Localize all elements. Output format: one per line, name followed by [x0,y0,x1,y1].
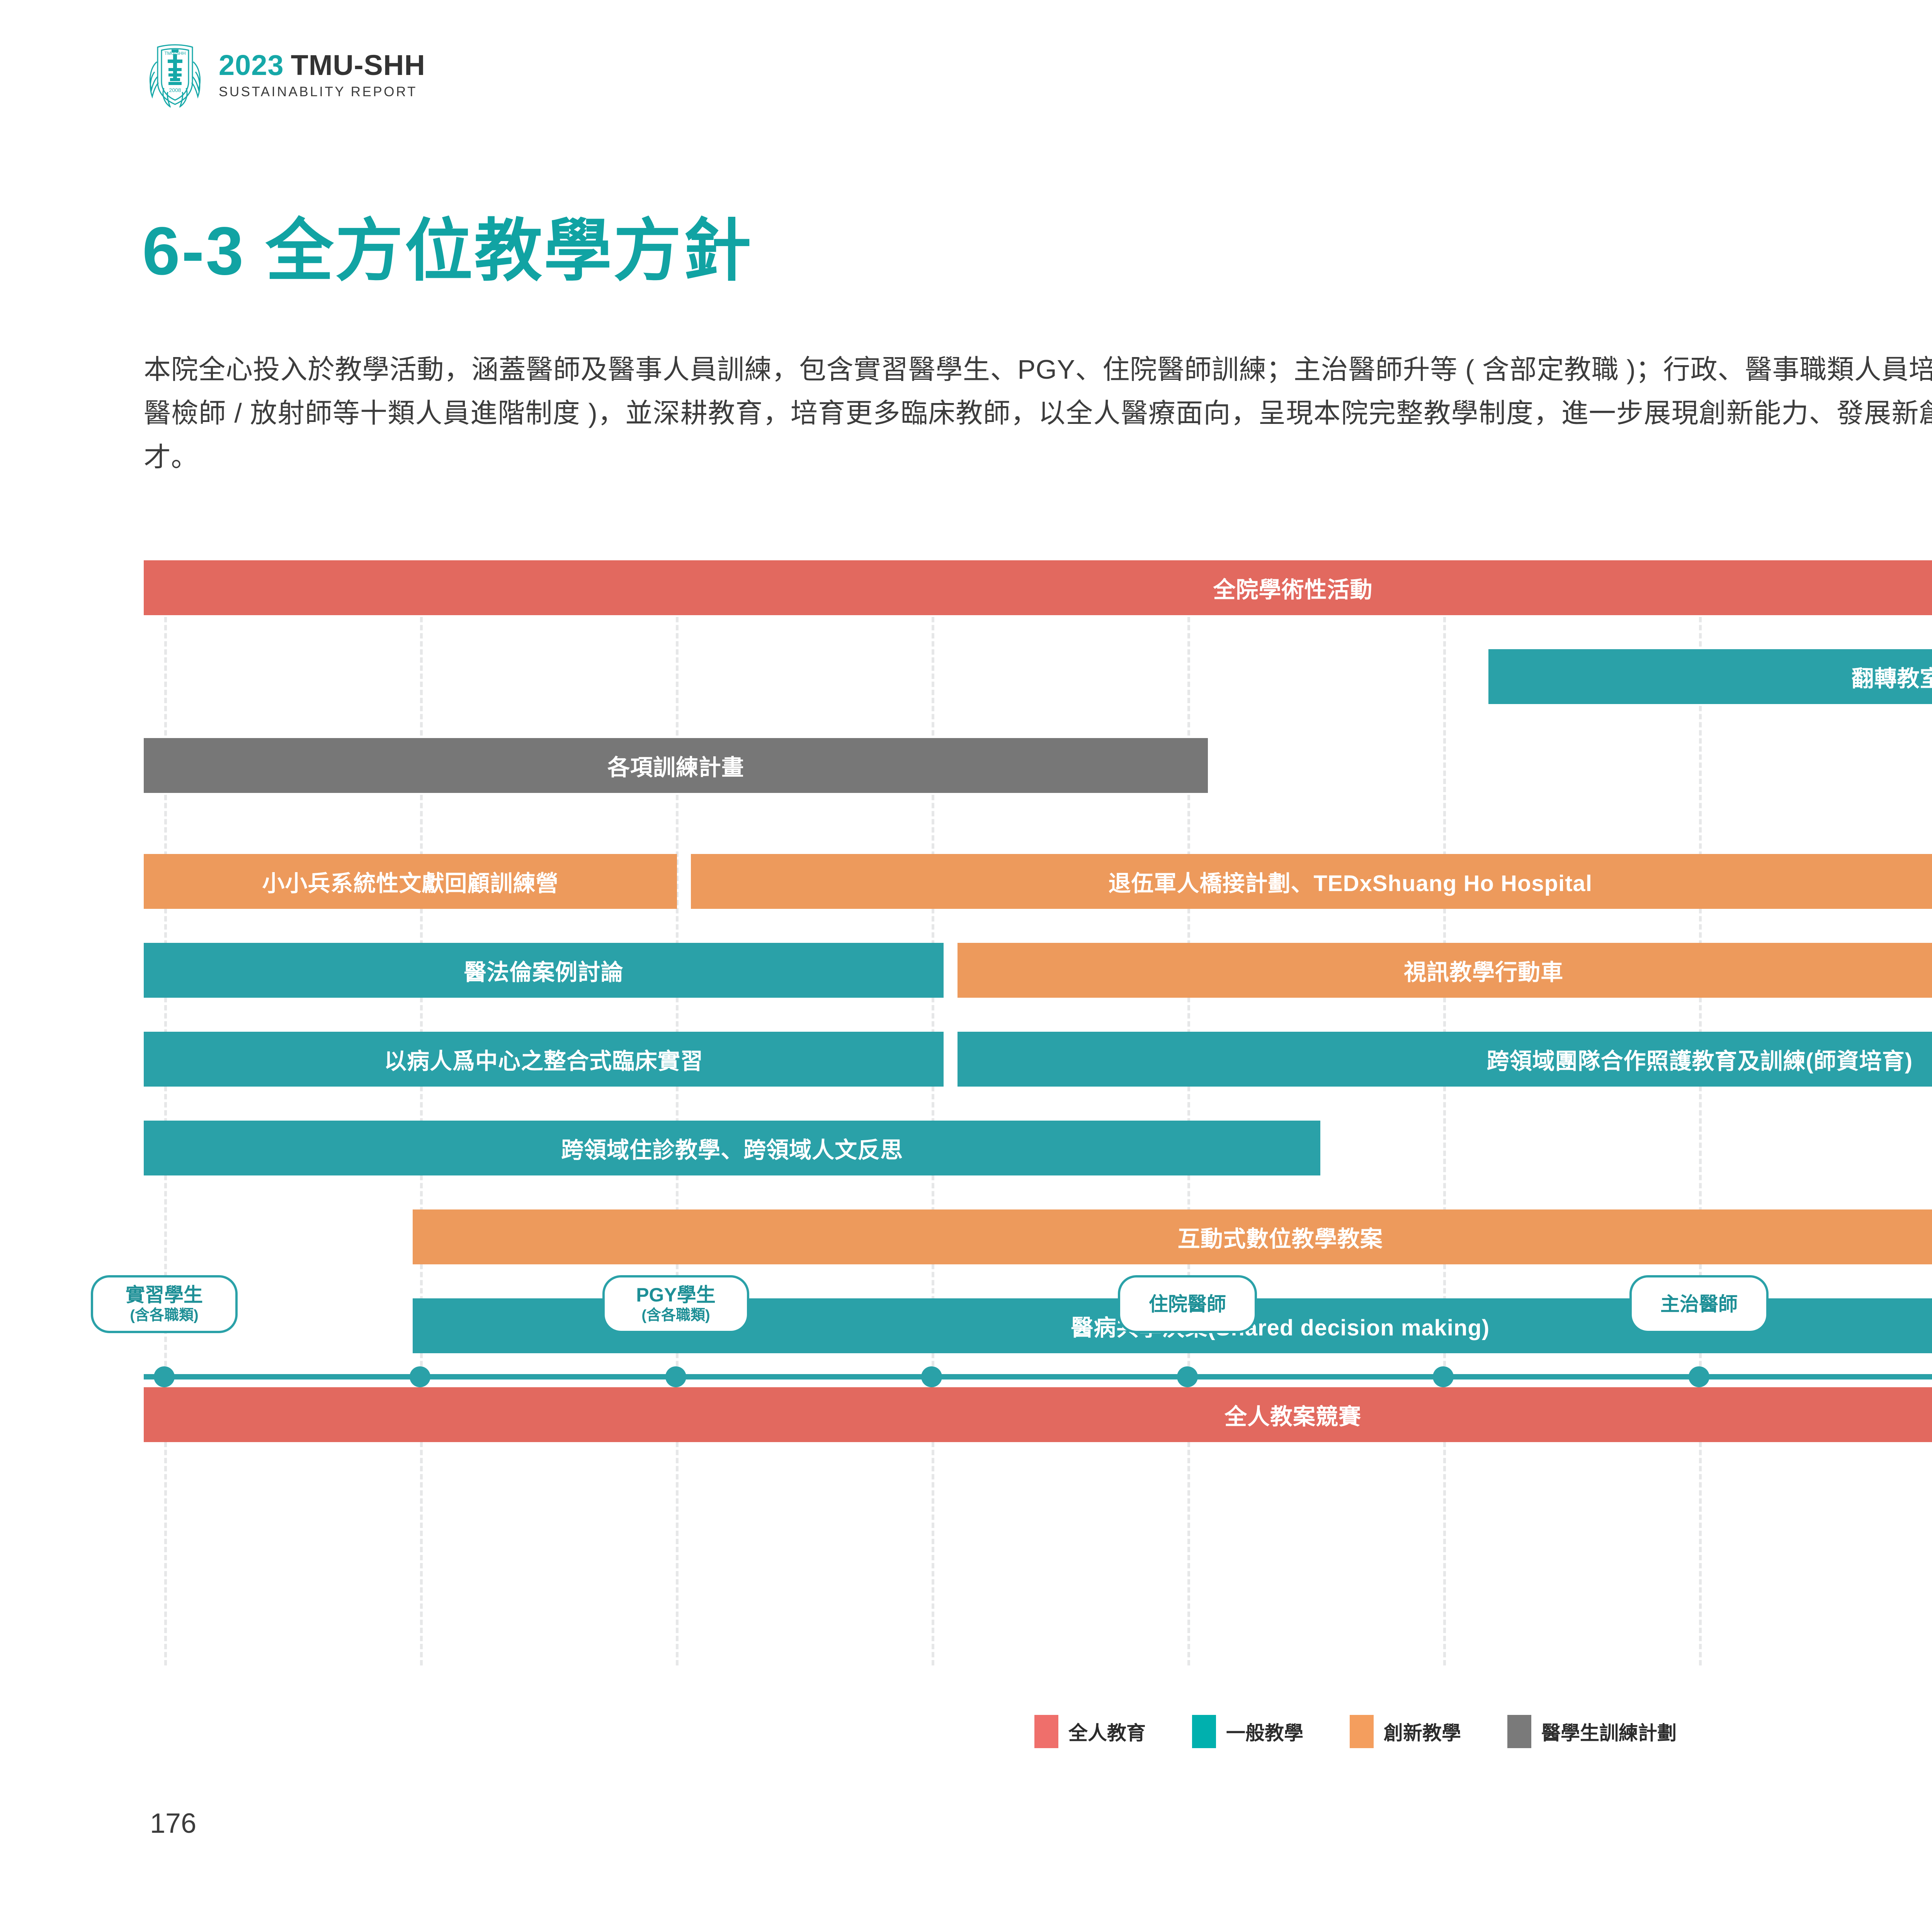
crest-top-text: TMU-SHH [164,51,185,56]
crest-year-text: 2008 [169,87,181,93]
intro-paragraph: 本院全心投入於教學活動，涵蓋醫師及醫事人員訓練，包含實習醫學生、PGY、住院醫師… [144,354,1932,472]
timeline-node [1177,1366,1198,1387]
gridline [164,560,167,1665]
chart-bar: 全人教案競賽 [144,1387,1932,1442]
milestone-label-primary: 實習學生 [126,1284,203,1306]
chart-bar: 全院學術性活動 [144,560,1932,615]
chart-bar: 互動式數位教學教案 [412,1209,1932,1264]
logo-name: TMU-SHH [291,49,425,81]
legend-item: 全人教育 [1034,1715,1146,1748]
legend-label: 醫學生訓練計劃 [1541,1722,1677,1744]
page-number: 176 [150,1808,197,1839]
milestone-label-secondary: (含各職類) [130,1307,199,1323]
chart-bar: 跨領域住診教學、跨領域人文反思 [144,1121,1321,1175]
chart-bar: 小小兵系統性文獻回顧訓練營 [144,854,677,909]
legend-swatch [1507,1715,1531,1748]
legend-swatch [1034,1715,1058,1748]
milestone-label-primary: 主治醫師 [1660,1293,1738,1315]
milestone-pill: 主治醫師 [1629,1275,1769,1333]
timeline-node [1433,1366,1454,1387]
timeline-axis [144,1374,1932,1379]
milestone-pill: 住院醫師 [1118,1275,1257,1333]
chart-bar: 視訊教學行動車 [957,943,1932,998]
chart-gridlines [0,560,1932,1681]
teaching-roadmap-chart: 全院學術性活動翻轉教室及E-learning 各項訓練計畫小小兵系統性文獻回顧訓練… [0,560,1932,1778]
chart-bar: 以病人爲中心之整合式臨床實習 [144,1032,944,1087]
legend-item: 創新教學 [1350,1715,1461,1748]
legend-swatch [1350,1715,1374,1748]
legend-swatch [1192,1715,1216,1748]
chart-bar: 醫法倫案例討論 [144,943,944,998]
timeline-node [154,1366,175,1387]
gridline [932,560,934,1665]
chart-bar: 退伍軍人橋接計劃、TEDxShuang Ho Hospital [690,854,1932,909]
logo-year: 2023 [219,49,284,81]
tmu-shh-crest-icon: TMU-SHH 2008 [146,42,204,109]
milestone-pill: 實習學生(含各職類) [91,1275,238,1333]
chart-bar: 各項訓練計畫 [144,738,1208,793]
chart-legend: 全人教育 一般教學 創新教學 醫學生訓練計劃 [0,1715,1932,1748]
legend-item: 一般教學 [1192,1715,1303,1748]
timeline-node [665,1366,686,1387]
timeline-node [921,1366,942,1387]
legend-label: 創新教學 [1384,1722,1461,1744]
legend-label: 全人教育 [1068,1722,1146,1744]
gridline [1187,560,1190,1665]
gridline [676,560,679,1665]
milestone-pill: PGY學生(含各職類) [602,1275,749,1333]
legend-item: 醫學生訓練計劃 [1507,1715,1677,1748]
legend-label: 一般教學 [1226,1722,1303,1744]
gridline [1699,560,1702,1665]
chart-bar: 翻轉教室及E-learning [1488,649,1932,704]
logo-subtitle: SUSTAINABLITY REPORT [219,84,417,99]
milestone-label-primary: 住院醫師 [1149,1293,1226,1315]
gridline [420,560,423,1665]
page-title: 6-3 全方位教學方針 [142,213,753,289]
milestone-label-primary: PGY學生 [636,1284,716,1306]
timeline-node [410,1366,430,1387]
milestone-label-secondary: (含各職類) [641,1307,710,1323]
timeline-node [1689,1366,1709,1387]
gridline [1443,560,1446,1665]
chart-bar: 跨領域團隊合作照護教育及訓練(師資培育) [957,1032,1932,1087]
